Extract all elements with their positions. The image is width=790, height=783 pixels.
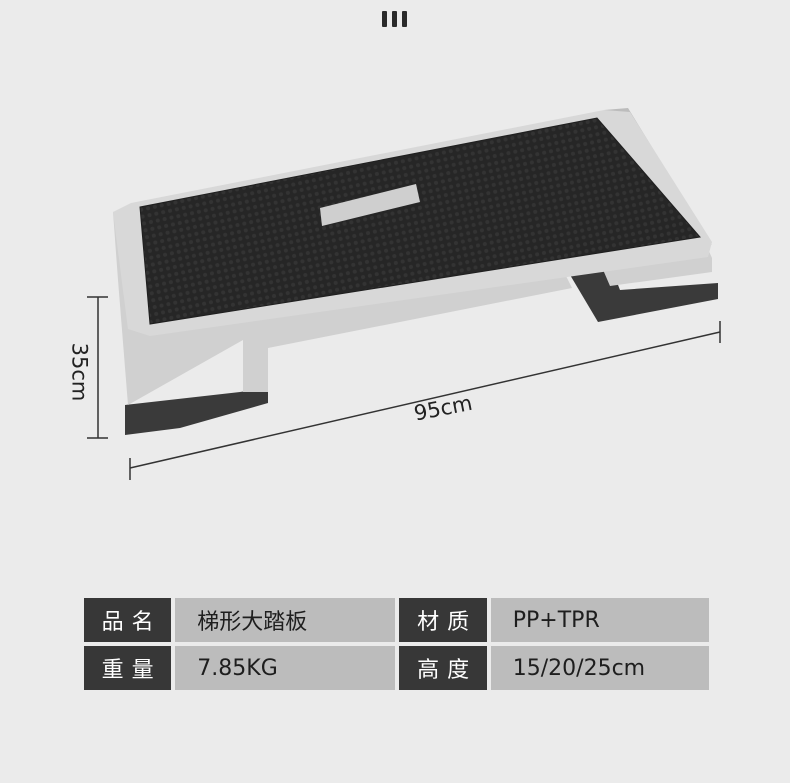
spec-value-height: 15/20/25cm [490,646,709,690]
height-dimension-label: 35cm [67,342,92,402]
spec-table: 品名 梯形大踏板 材质 PP+TPR 重量 7.85KG 高度 15/20/25… [84,598,709,694]
spec-key-height: 高度 [399,646,487,690]
spec-value-name: 梯形大踏板 [175,598,396,642]
menu-bars-icon [382,11,408,27]
spec-key-name: 品名 [84,598,172,642]
aerobic-step-board-image [87,108,721,480]
spec-value-weight: 7.85KG [175,646,396,690]
spec-key-material: 材质 [399,598,487,642]
spec-key-weight: 重量 [84,646,172,690]
table-row: 重量 7.85KG 高度 15/20/25cm [84,646,709,690]
table-row: 品名 梯形大踏板 材质 PP+TPR [84,598,709,642]
spec-value-material: PP+TPR [490,598,709,642]
